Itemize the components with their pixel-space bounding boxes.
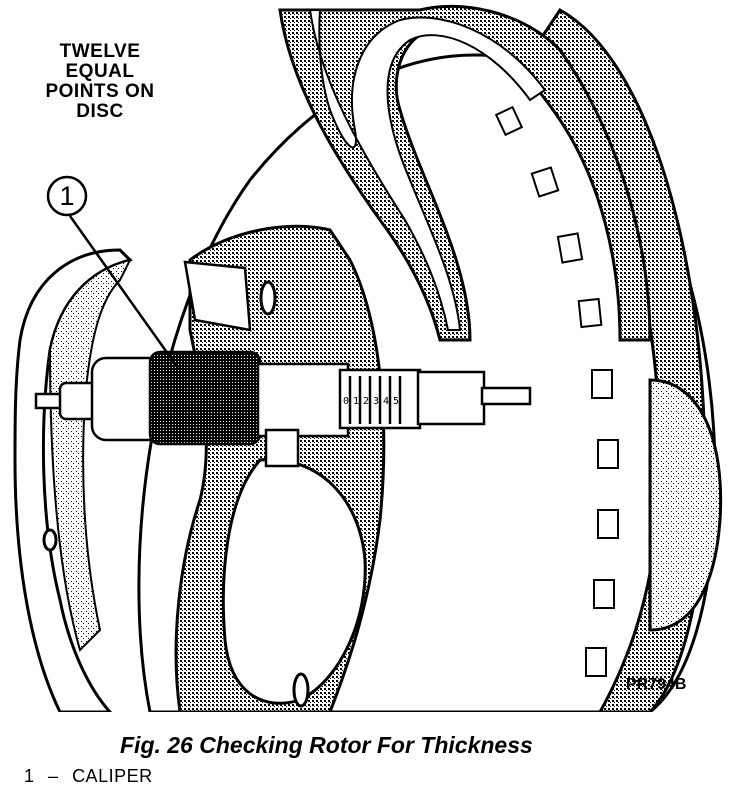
hub-bump-right — [648, 378, 723, 632]
figure-code: PR794B — [626, 676, 687, 693]
hub-flange-inner — [48, 258, 132, 652]
callout-number: 1 — [59, 181, 75, 211]
caliper-bracket-inner — [308, 9, 547, 331]
legend-item-number: 1 — [24, 766, 35, 786]
callout-leader-line — [68, 215, 180, 369]
micrometer-scale-digit: 3 — [373, 396, 379, 407]
figure-caption: Fig. 26 Checking Rotor For Thickness — [120, 732, 533, 758]
callout-line-1: TWELVE — [59, 41, 141, 62]
micrometer-scale-digit: 4 — [383, 396, 389, 407]
callout-line-2: EQUAL — [65, 61, 135, 82]
bracket-tab — [183, 260, 252, 332]
callout-text-twelve-equal-points: TWELVE EQUAL POINTS ON DISC — [30, 42, 170, 122]
rotor-vent-slots — [494, 105, 619, 677]
legend-item-separator: – — [48, 766, 59, 786]
legend: 1 – CALIPER — [24, 766, 153, 787]
micrometer-scale-digit: 2 — [363, 396, 369, 407]
micrometer-scale-digit: 0 — [343, 396, 349, 407]
legend-item-label: CALIPER — [72, 766, 153, 786]
micrometer-scale-digit: 1 — [353, 396, 359, 407]
callout-circle — [46, 175, 88, 217]
legend-item: 1 – CALIPER — [24, 766, 153, 787]
micrometer-tool — [34, 350, 532, 468]
hub-flange-ring — [13, 248, 133, 712]
callout-line-4: DISC — [76, 101, 124, 122]
micrometer-scale-digit: 5 — [393, 396, 399, 407]
callout-line-3: POINTS ON — [45, 81, 155, 102]
stud-holes — [42, 280, 310, 708]
